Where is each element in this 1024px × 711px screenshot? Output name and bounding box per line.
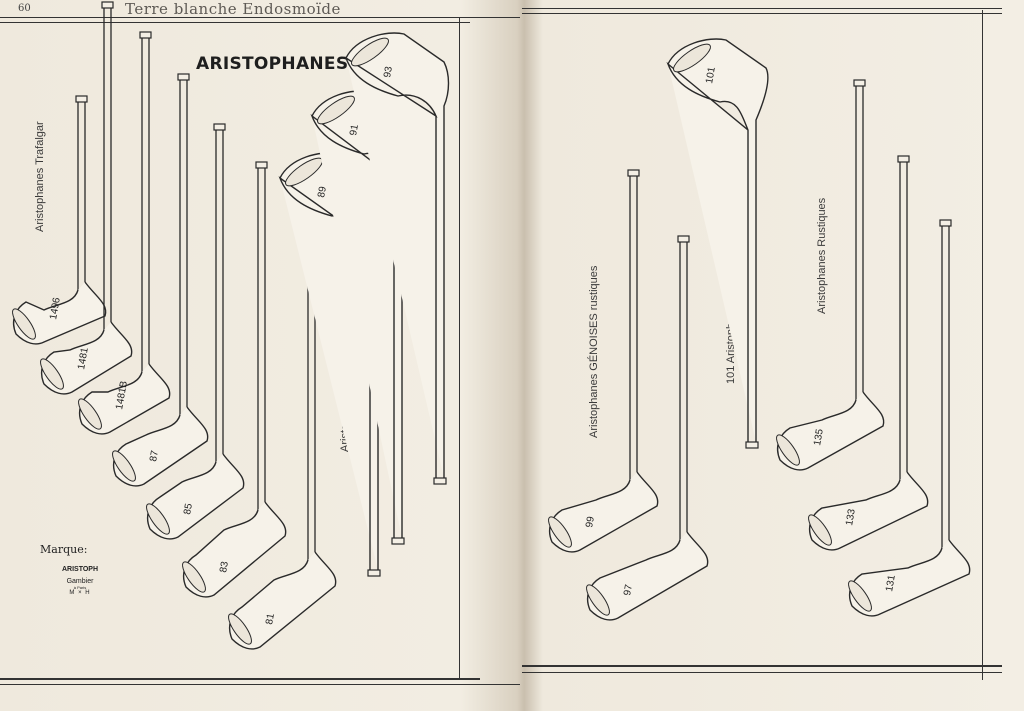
pipe-1481b: 1481B [78, 31, 171, 435]
pipe-number: 99 [584, 515, 597, 528]
right-margin-rule [982, 10, 983, 680]
running-head: Terre blanche Endosmoïde [125, 0, 341, 18]
pipe-number: 131 [884, 574, 898, 593]
pipe-number: 101 [704, 66, 718, 85]
pipe-number: 93 [382, 65, 395, 78]
pipe-1481: 1481 [40, 1, 133, 395]
top-rule [522, 8, 1002, 9]
pipe-number: 89 [316, 185, 329, 198]
bottom-rule [522, 665, 1002, 667]
pipe-97: 97 [586, 235, 709, 621]
pipe-93: 93 [344, 32, 450, 485]
pipe-133: 133 [808, 155, 929, 551]
pipe-number: 81 [264, 612, 277, 625]
marque-title: Marque: [40, 543, 88, 556]
pipe-number: 83 [218, 560, 231, 573]
pipe-101: 101 [666, 38, 769, 449]
section-title: ARISTOPHANES [196, 54, 349, 74]
pipe-87: 87 [112, 73, 209, 487]
pipe-131: 131 [848, 219, 971, 617]
marque-place: à Paris [73, 585, 87, 590]
pipe-number: 87 [148, 449, 161, 462]
left-page: 60 Terre blanche Endosmoïde ARISTOPHANES… [0, 0, 520, 685]
pipe-85: 85 [146, 123, 245, 540]
pipe-99: 99 [548, 169, 659, 553]
bottom-rule [0, 678, 480, 680]
marque-maker: Gambier [66, 578, 94, 585]
pipe-number: 97 [622, 583, 635, 596]
right-margin-rule [459, 18, 460, 678]
pipe-number: 135 [812, 428, 826, 447]
top-rule [0, 17, 520, 18]
bottom-rule-thin [522, 672, 1002, 673]
pipe-135: 135 [776, 79, 885, 471]
right-page: Aristophanes GÉNOISES rustiques 101 Aris… [520, 0, 1024, 711]
pipe-1496: 1496 [12, 95, 107, 345]
pipe-number: 1496 [48, 296, 63, 320]
pipe-number: 85 [182, 502, 195, 515]
pipe-number: 91 [348, 123, 361, 136]
pipe-number: 1481B [114, 380, 130, 411]
pipe-number: 133 [844, 508, 858, 527]
pipe-83: 83 [182, 161, 287, 598]
pipe-number: 1481 [76, 346, 91, 370]
top-rule-double [522, 13, 1002, 14]
page-number: 60 [18, 3, 31, 14]
bottom-rule-thin [0, 684, 520, 685]
top-rule-double [0, 22, 470, 23]
marque-initials: M × H [69, 590, 91, 596]
marque-brand: ARISTOPH [61, 566, 99, 573]
maker-mark: Marque: ARISTOPH Gambier à Paris M × H [40, 543, 120, 596]
